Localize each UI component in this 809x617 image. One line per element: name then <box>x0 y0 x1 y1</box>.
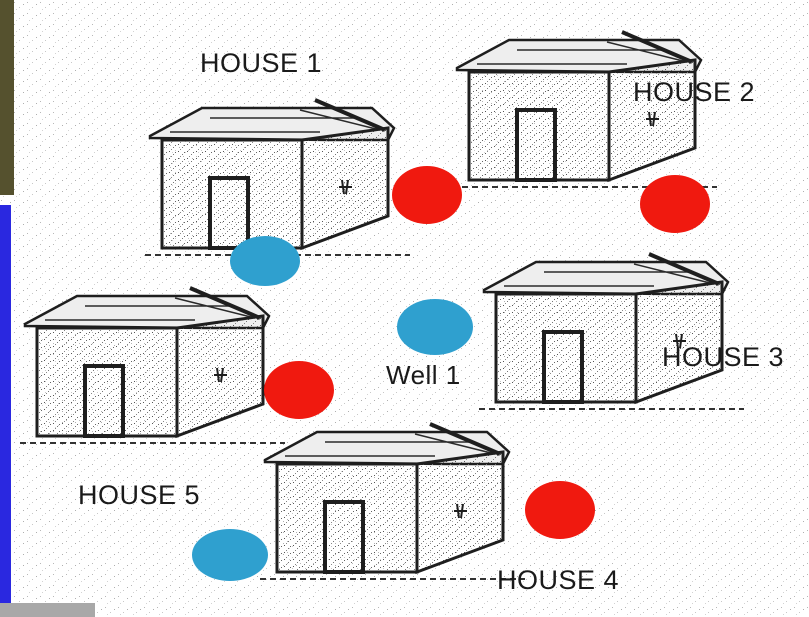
red-marker <box>525 481 595 539</box>
house-3-label: HOUSE 3 <box>662 342 785 372</box>
blue-marker <box>397 299 473 355</box>
photo-fragment-top <box>0 0 14 195</box>
well-1-label: Well 1 <box>386 360 461 390</box>
blue-panel <box>0 205 11 603</box>
photo-fragment-bottom <box>0 603 95 617</box>
house-5-label: HOUSE 5 <box>78 480 201 510</box>
blue-marker <box>230 236 300 286</box>
red-marker <box>392 166 462 224</box>
house-1-label: HOUSE 1 <box>200 48 323 78</box>
blue-marker <box>192 529 268 581</box>
red-marker <box>264 361 334 419</box>
red-marker <box>640 175 710 233</box>
house-4-label: HOUSE 4 <box>497 565 620 595</box>
house-2-label: HOUSE 2 <box>633 77 756 107</box>
